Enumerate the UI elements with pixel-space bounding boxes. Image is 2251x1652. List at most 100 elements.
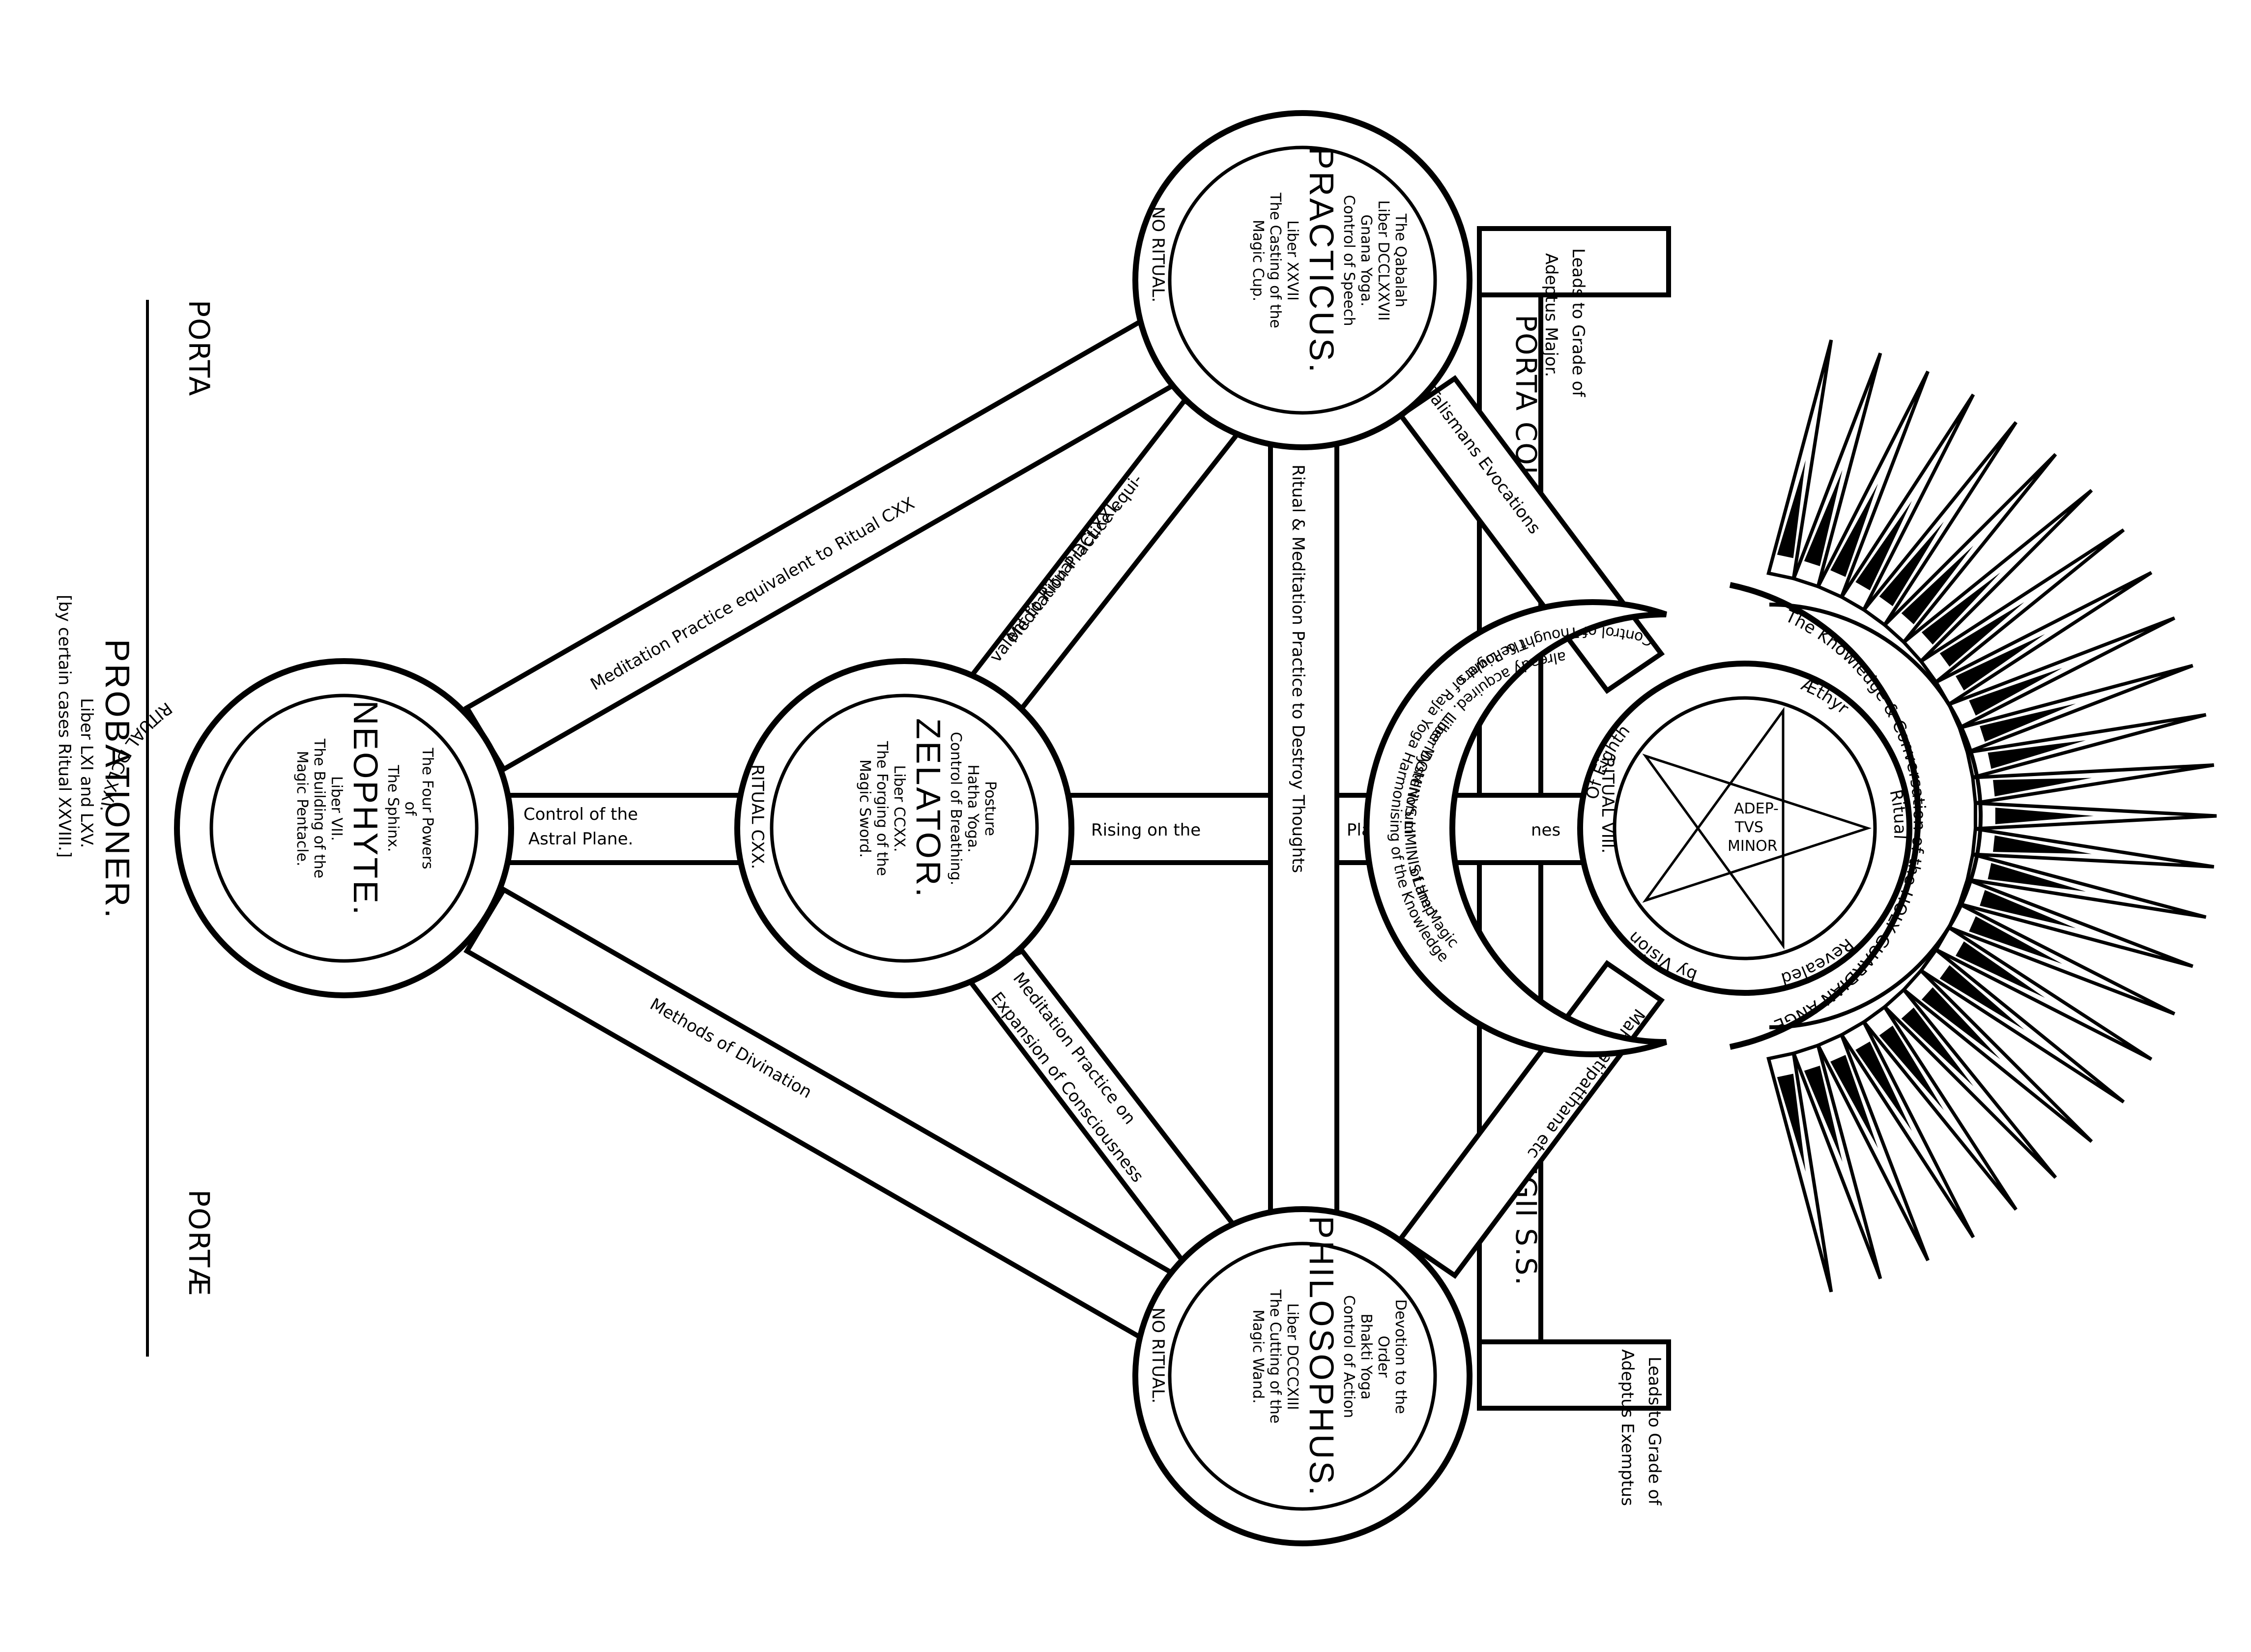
practicus-line-5: Liber XXVII bbox=[1284, 220, 1301, 301]
zelator-line-3: Control of Breathing. bbox=[947, 732, 964, 885]
sun-ray-flame bbox=[1969, 668, 2063, 716]
philosophus-line-4: Control of Action bbox=[1340, 1295, 1357, 1418]
sun-ray-flame bbox=[1777, 460, 1806, 558]
sun-ray-flame bbox=[1995, 808, 2094, 824]
sun-ray-flame bbox=[1879, 522, 1944, 607]
zelator-text: Posture Hatha Yoga. Control of Breathing… bbox=[856, 718, 999, 899]
portae-label: PORTÆ bbox=[182, 1189, 216, 1297]
philosophus-ritual: NO RITUAL. bbox=[1148, 1307, 1168, 1403]
practicus-text: The Qabalah Liber DCCLXXVII Gnana Yoga. … bbox=[1249, 146, 1409, 375]
crescent bbox=[1363, 599, 1667, 1057]
philosophus-line-3: Bhakti Yoga bbox=[1357, 1313, 1375, 1399]
zelator-title: ZELATOR. bbox=[909, 718, 948, 899]
zelator-line-1: Posture bbox=[981, 781, 999, 836]
porta-label: PORTA bbox=[182, 300, 216, 397]
leads-top-line2: Adeptus Major. bbox=[1541, 253, 1561, 377]
grade-philosophus bbox=[1132, 1206, 1472, 1546]
sun-ray bbox=[1957, 664, 2193, 755]
zelator-line-6: Magic Sword. bbox=[856, 759, 873, 858]
sun-rays bbox=[1766, 339, 2217, 1293]
sun-ray bbox=[1816, 1032, 1930, 1262]
sun-ray-flame bbox=[1830, 1055, 1878, 1149]
sun-ray-flame bbox=[1901, 1007, 1974, 1086]
sun-ray-flame bbox=[1969, 916, 2063, 964]
neophyte-line-6: Magic Pentacle. bbox=[293, 751, 311, 866]
sun-ray bbox=[1971, 763, 2215, 805]
zelator-ritual: RITUAL CXX. bbox=[748, 764, 767, 869]
sun-ray bbox=[1766, 1051, 1833, 1293]
grade-neophyte bbox=[174, 658, 514, 998]
leads-bottom-line1: Leads to Grade of bbox=[1645, 1357, 1664, 1506]
sun-ray bbox=[1766, 339, 1833, 581]
leads-top-line1: Leads to Grade of bbox=[1568, 248, 1588, 397]
sun-ray-flame bbox=[1939, 602, 2024, 667]
zelator-line-4: Liber CCXX. bbox=[891, 765, 908, 852]
sun-ray bbox=[1791, 1043, 1882, 1279]
probationer-note: [by certain cases Ritual XXVIII.] bbox=[55, 595, 74, 858]
sun-ray-flame bbox=[1980, 703, 2076, 742]
neophyte-line-5: The Building of the bbox=[311, 738, 328, 878]
sun-ray bbox=[1965, 713, 2207, 780]
sun-ray-flame bbox=[1879, 1025, 1944, 1110]
philosophus-line-1: Devotion to the bbox=[1392, 1299, 1409, 1414]
sun-ray-flame bbox=[1956, 634, 2045, 691]
neophyte-line-1: The Four Powers bbox=[419, 747, 436, 869]
neophyte-text: The Four Powers of The Sphinx. NEOPHYTE.… bbox=[293, 700, 436, 917]
sun-ray bbox=[1816, 370, 1930, 600]
sun-ray-flame bbox=[1855, 501, 1912, 590]
sun-ray-flame bbox=[1830, 483, 1878, 577]
leads-bottom-line2: Adeptus Exemptus bbox=[1617, 1349, 1637, 1506]
practicus-line-3: Gnana Yoga. bbox=[1357, 214, 1375, 306]
practicus-title: PRACTICUS. bbox=[1302, 146, 1341, 375]
sun-ray-flame bbox=[1980, 890, 2076, 928]
adeptus-center-1: ADEP- bbox=[1734, 800, 1779, 817]
practicus-ritual: NO RITUAL. bbox=[1148, 206, 1168, 302]
sun-ray-flame bbox=[1956, 941, 2045, 998]
grade-adeptus-minor bbox=[1577, 661, 1912, 996]
sun-ray-flame bbox=[1921, 987, 2000, 1060]
sun-ray bbox=[1965, 852, 2207, 919]
sun-ray-flame bbox=[1777, 1073, 1806, 1172]
sun-ray bbox=[1957, 877, 2193, 968]
practicus-line-4: Control of Speech bbox=[1340, 195, 1357, 326]
philosophus-line-7: Magic Wand. bbox=[1249, 1309, 1267, 1403]
path-neophyte-zelator-line1: Control of the bbox=[523, 805, 638, 824]
sun-ray-flame bbox=[1804, 470, 1843, 566]
path-neophyte-zelator-line2: Astral Plane. bbox=[528, 829, 633, 849]
sun-ray bbox=[1791, 352, 1882, 589]
sun-ray-flame bbox=[1901, 546, 1974, 625]
adeptus-ritual: RITUAL VIII. bbox=[1598, 757, 1617, 853]
sun-ray-flame bbox=[1993, 835, 2092, 854]
neophyte-line-2: of bbox=[402, 802, 419, 816]
probationer-books: Liber LXI and LXV. bbox=[77, 698, 96, 848]
sun-ray bbox=[1971, 827, 2215, 869]
path-practicus-philosophus-label: Ritual & Meditation Practice to Destroy … bbox=[1288, 464, 1308, 873]
practicus-line-2: Liber DCCLXXVII bbox=[1375, 200, 1392, 320]
sun-ray-flame bbox=[1804, 1066, 1843, 1162]
philosophus-line-6: The Cutting of the bbox=[1267, 1289, 1284, 1423]
adeptus-center-3: MINOR bbox=[1728, 838, 1778, 855]
sun-ray bbox=[1973, 801, 2217, 831]
sun-ray-flame bbox=[1921, 572, 2000, 645]
sun-ray-flame bbox=[1855, 1042, 1912, 1131]
philosophus-line-2: Order bbox=[1375, 1335, 1392, 1378]
sun-ray-flame bbox=[1993, 778, 2092, 797]
neophyte-line-4: Liber VII. bbox=[328, 776, 345, 841]
neophyte-title: NEOPHYTE. bbox=[346, 700, 385, 917]
zelator-line-5: The Forging of the bbox=[873, 741, 891, 876]
sun-ray-flame bbox=[1988, 740, 2086, 769]
adeptus-center-2: TVS bbox=[1734, 819, 1763, 836]
practicus-line-7: Magic Cup. bbox=[1249, 220, 1267, 301]
probationer-title: PROBATIONER. bbox=[98, 639, 137, 920]
philosophus-line-5: Liber DCCCXIII bbox=[1284, 1303, 1301, 1410]
path-rising-1: Rising on the bbox=[1091, 820, 1201, 840]
philosophus-text: Devotion to the Order Bhakti Yoga Contro… bbox=[1249, 1216, 1409, 1497]
path-rising-3: nes bbox=[1531, 820, 1560, 840]
neophyte-line-3: The Sphinx. bbox=[384, 764, 402, 852]
grade-practicus bbox=[1132, 110, 1472, 450]
sun-ray-flame bbox=[1988, 863, 2086, 892]
philosophus-title: PHILOSOPHUS. bbox=[1302, 1216, 1341, 1497]
zelator-line-2: Hatha Yoga. bbox=[964, 764, 981, 852]
practicus-line-6: The Casting of the bbox=[1267, 192, 1284, 328]
